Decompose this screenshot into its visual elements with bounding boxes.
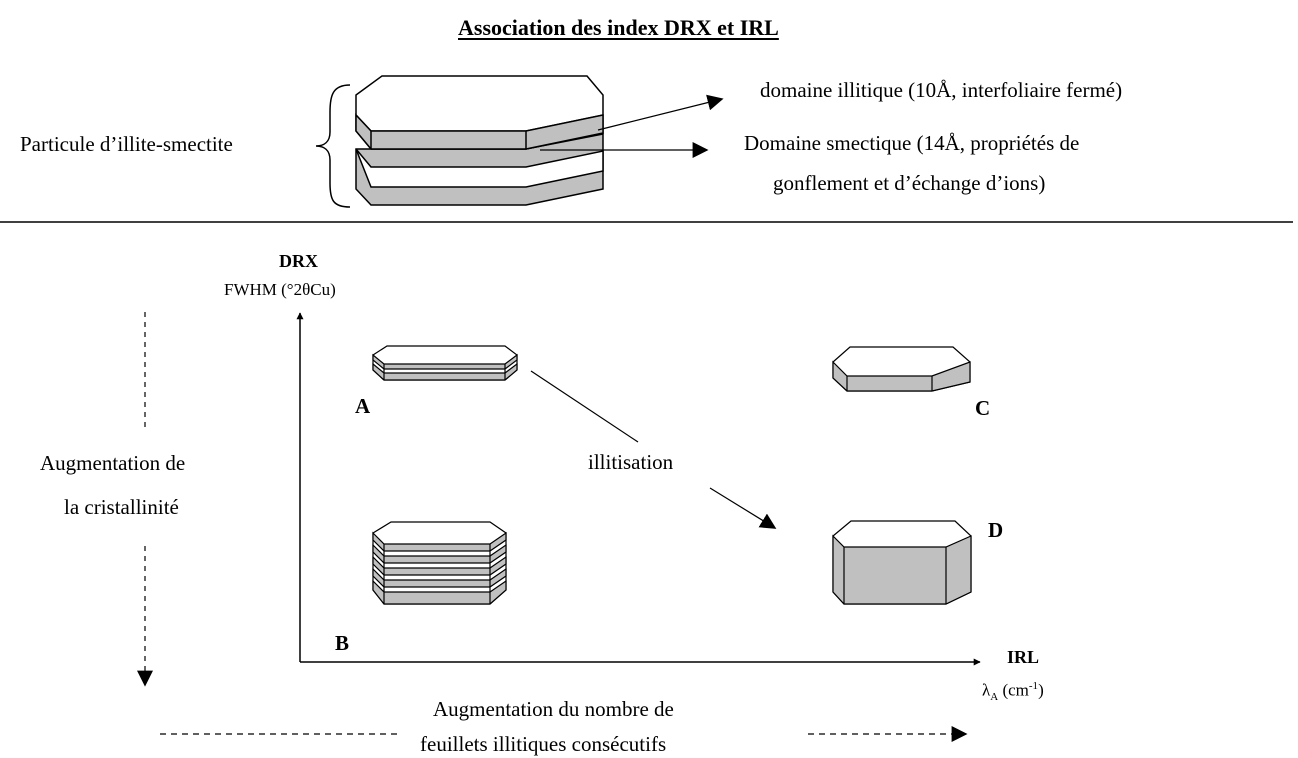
x-axis-title: IRL <box>1007 647 1040 667</box>
illitisation-arrow <box>709 487 777 529</box>
particle-label: Particule d’illite-smectite <box>20 132 233 156</box>
particle-a-label: A <box>355 394 371 418</box>
particle-c-shape <box>832 346 971 392</box>
particle-brace <box>315 84 351 208</box>
illite-smectite-particle <box>355 75 604 206</box>
smectite-domain-label-line2: gonflement et d’échange d’ions) <box>773 171 1046 195</box>
crystallinity-label-line2: la cristallinité <box>64 495 179 519</box>
illite-domain-label: domaine illitique (10Å, interfoliaire fe… <box>760 78 1123 102</box>
illitisation-line <box>530 370 639 443</box>
particle-b-shape <box>372 521 507 605</box>
smectite-domain-label-line1: Domaine smectique (14Å, propriétés de <box>744 131 1080 155</box>
particle-d-label: D <box>988 518 1004 542</box>
y-axis-title: DRX <box>279 251 318 271</box>
diagram-title: Association des index DRX et IRL <box>458 15 779 40</box>
x-axis-unit-close: ) <box>1038 680 1044 700</box>
particle-c-label: C <box>975 396 991 420</box>
x-axis-unit-open: (cm <box>998 680 1029 700</box>
x-axis-unit-subscript: A <box>990 691 999 704</box>
crystallinity-label-line1: Augmentation de <box>40 451 186 475</box>
particle-a-shape <box>372 345 518 381</box>
sheets-label-line1: Augmentation du nombre de <box>433 697 674 721</box>
particle-d-shape <box>832 520 972 605</box>
x-axis-unit-symbol: λ <box>982 680 991 700</box>
particle-b-label: B <box>335 631 350 655</box>
y-axis-unit: FWHM (°2θCu) <box>224 280 336 299</box>
illite-domain-arrow <box>597 94 724 131</box>
illitisation-label: illitisation <box>588 450 674 474</box>
x-axis-unit-exponent: -1 <box>1028 680 1039 692</box>
sheets-label-line2: feuillets illitiques consécutifs <box>420 732 667 756</box>
x-axis-unit: λA (cm-1) <box>982 681 1044 703</box>
